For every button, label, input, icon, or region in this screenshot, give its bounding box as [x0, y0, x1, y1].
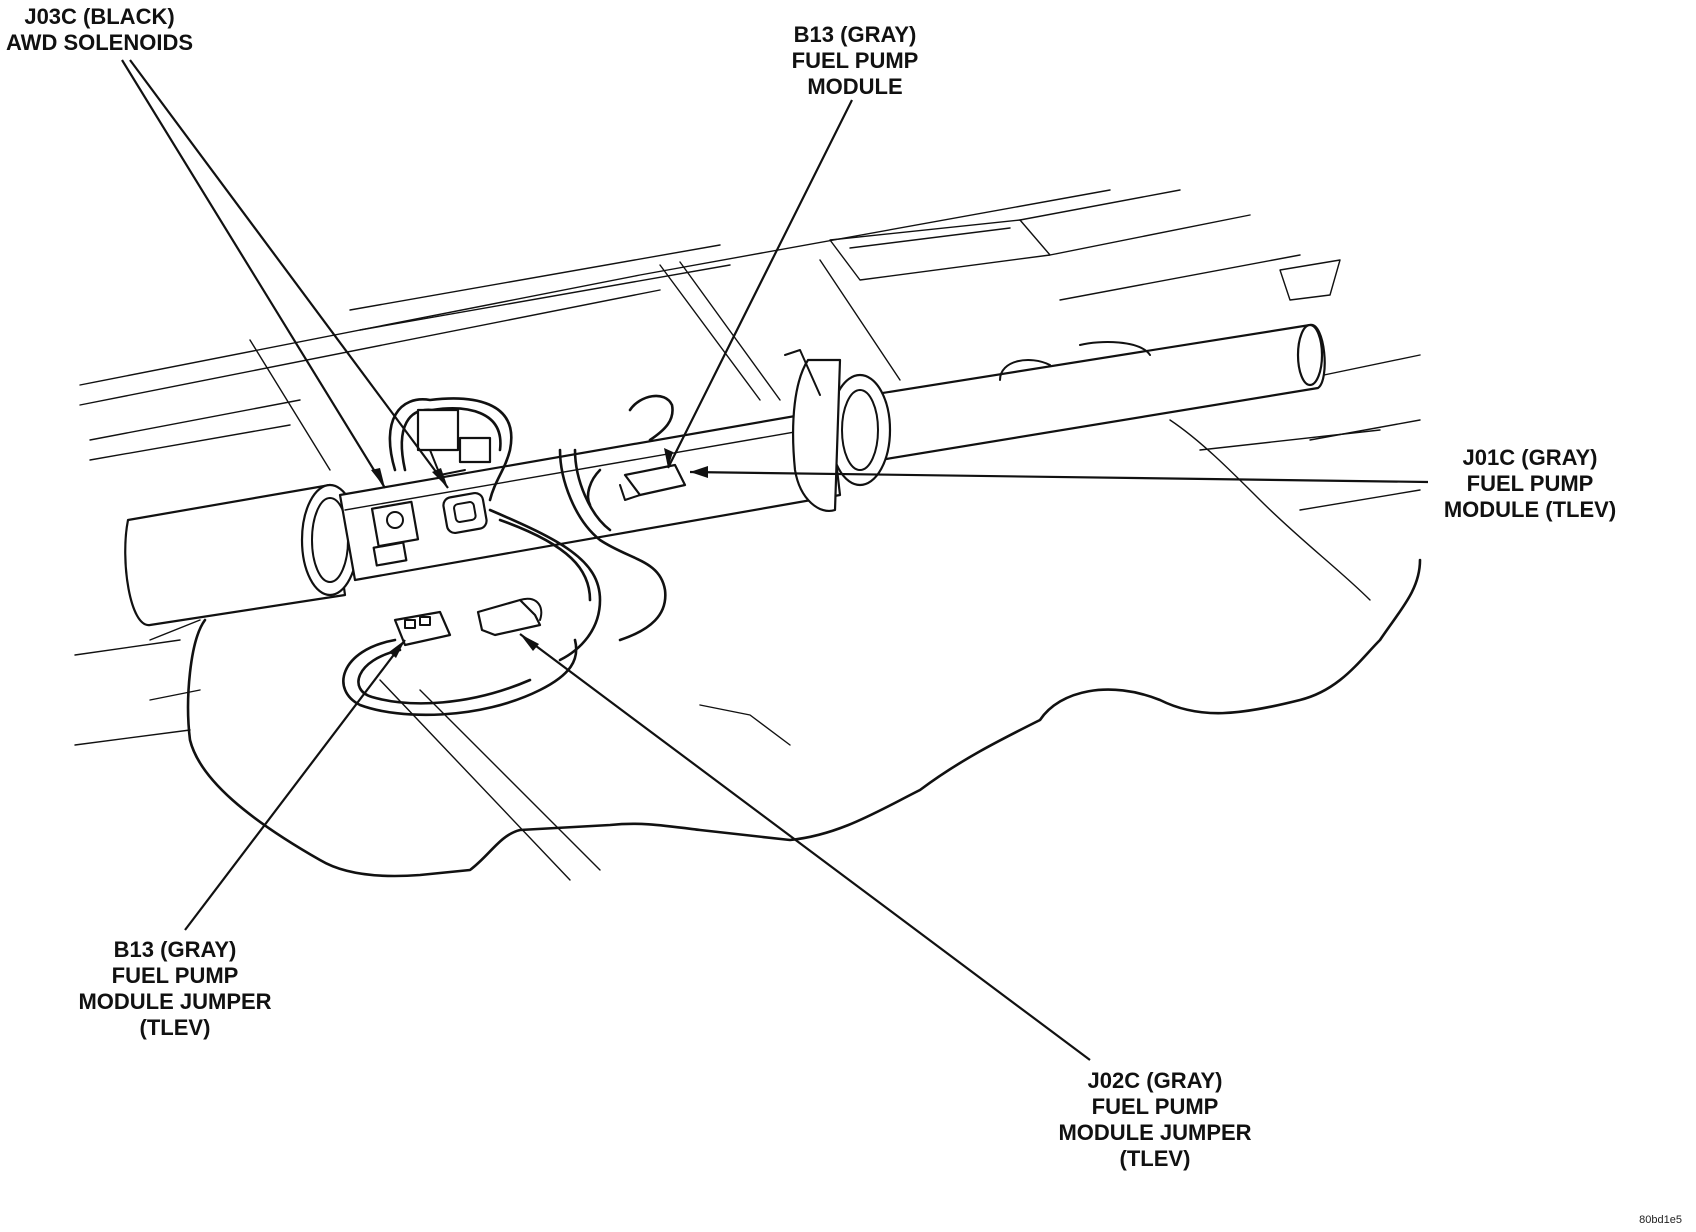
- callout-j03c-line1: J03C (BLACK): [24, 4, 175, 29]
- center-pipe: [338, 408, 842, 582]
- callout-b13-jumper-line3: MODULE JUMPER: [78, 989, 272, 1014]
- fuel-tank-outline: [186, 558, 1422, 878]
- j03c-connector-a: [370, 500, 420, 567]
- leader-lines: [121, 59, 1429, 1061]
- floor-pan-lines: [74, 189, 1421, 881]
- callout-j02c-line3: MODULE JUMPER: [1058, 1120, 1252, 1145]
- callout-j02c-fuel-pump-module-jumper: J02C (GRAY) FUEL PUMP MODULE JUMPER (TLE…: [1040, 1068, 1270, 1172]
- upper-solenoid-block: [416, 408, 492, 476]
- callout-b13-jumper-line2: FUEL PUMP: [111, 963, 239, 988]
- callout-b13-jumper-line4: (TLEV): [139, 1015, 211, 1040]
- callout-j02c-line4: (TLEV): [1119, 1146, 1191, 1171]
- callout-b13-module-line2: FUEL PUMP: [791, 48, 919, 73]
- callout-b13-jumper-line1: B13 (GRAY): [113, 937, 237, 962]
- figure-code: 80bd1e5: [1639, 1214, 1682, 1226]
- callout-j01c-line2: FUEL PUMP: [1466, 471, 1594, 496]
- callout-j02c-line1: J02C (GRAY): [1087, 1068, 1223, 1093]
- j02c-jumper-connector: [476, 597, 543, 637]
- callout-j01c-line3: MODULE (TLEV): [1443, 497, 1617, 522]
- callout-j03c-line2: AWD SOLENOIDS: [6, 30, 194, 55]
- callout-j01c-fuel-pump-module-tlev: J01C (GRAY) FUEL PUMP MODULE (TLEV): [1430, 445, 1630, 523]
- arrowheads: [371, 448, 708, 658]
- callout-b13-module-line3: MODULE: [807, 74, 903, 99]
- callout-j02c-line2: FUEL PUMP: [1091, 1094, 1219, 1119]
- b13-module-connector: [619, 463, 687, 501]
- callout-j01c-line1: J01C (GRAY): [1462, 445, 1598, 470]
- left-pipe: [124, 483, 360, 627]
- j03c-connector-b: [442, 491, 488, 535]
- callout-b13-fuel-pump-module: B13 (GRAY) FUEL PUMP MODULE: [770, 22, 940, 100]
- callout-j03c-awd-solenoids: J03C (BLACK) AWD SOLENOIDS: [6, 4, 193, 56]
- b13-jumper-connector: [393, 610, 452, 647]
- callout-b13-module-line1: B13 (GRAY): [793, 22, 917, 47]
- callout-b13-fuel-pump-module-jumper: B13 (GRAY) FUEL PUMP MODULE JUMPER (TLEV…: [60, 937, 290, 1041]
